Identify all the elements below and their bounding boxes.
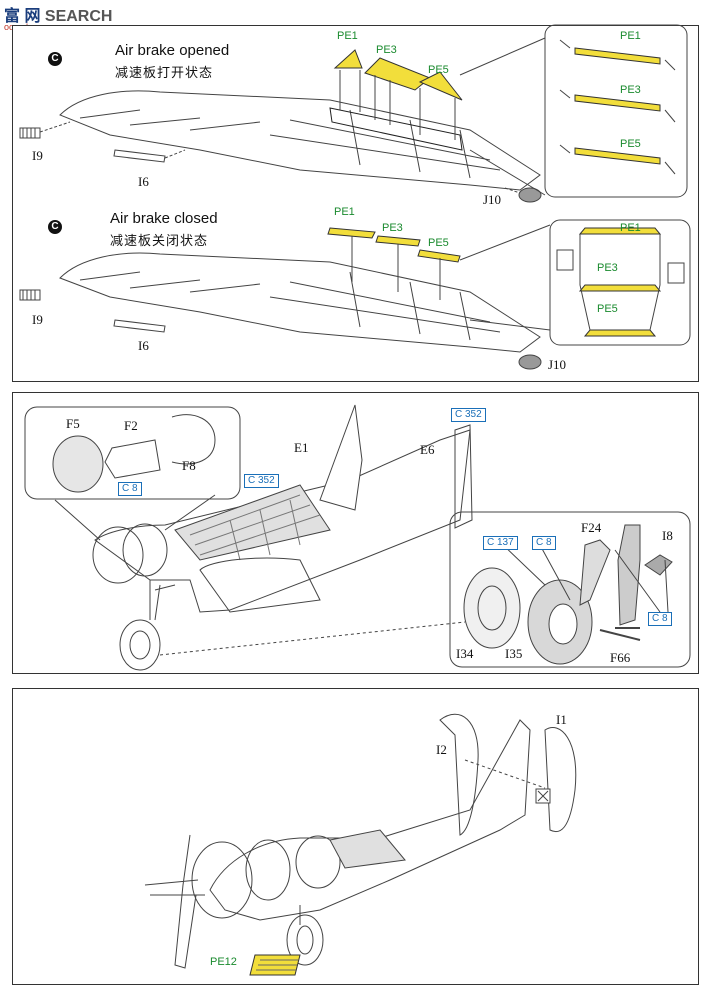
part-label-f66: F66 <box>610 650 631 665</box>
paint-code-c352-fuselage: C 352 <box>244 474 279 488</box>
pe-label-pe1-closed-zoom: PE1 <box>620 222 641 234</box>
part-label-i35: I35 <box>505 646 523 661</box>
pe-label-pe3: PE3 <box>376 44 397 56</box>
pe-label-pe12: PE12 <box>210 956 237 968</box>
part-label-i9: I9 <box>32 148 43 163</box>
part-label-i1: I1 <box>556 712 567 727</box>
part-label-i6: I6 <box>138 174 149 189</box>
fuselage-outline <box>94 429 471 613</box>
part-label-i9-closed: I9 <box>32 312 43 327</box>
title-air-brake-closed: Air brake closed <box>110 210 218 227</box>
part-label-f24: F24 <box>581 520 602 535</box>
watermark-brand: 富 网 SEARCH <box>4 8 113 25</box>
pe-label-pe1: PE1 <box>337 30 358 42</box>
step-c-badge-closed: C <box>48 220 62 234</box>
part-label-i34: I34 <box>456 646 474 661</box>
pe-label-pe5: PE5 <box>428 64 449 76</box>
part-label-i2: I2 <box>436 742 447 757</box>
step-c-badge-opened: C <box>48 52 62 66</box>
pe-label-pe3-zoom: PE3 <box>620 84 641 96</box>
pe-label-pe1-zoom: PE1 <box>620 30 641 42</box>
paint-code-c137: C 137 <box>483 536 518 550</box>
title-air-brake-opened: Air brake opened <box>115 42 230 59</box>
part-label-e6: E6 <box>420 442 435 457</box>
subtitle-air-brake-opened-zh: 减速板打开状态 <box>115 65 214 80</box>
pe-label-pe5-zoom: PE5 <box>620 138 641 150</box>
part-label-j10-closed: J10 <box>548 357 567 372</box>
part-label-e1: E1 <box>294 440 309 455</box>
part-label-f5: F5 <box>66 416 80 431</box>
part-label-f2: F2 <box>124 418 138 433</box>
part-label-f8: F8 <box>182 458 196 473</box>
wing-closed-outline <box>59 252 541 353</box>
part-label-j10: J10 <box>483 192 502 207</box>
panel-air-brake <box>12 25 699 382</box>
pe-label-pe5-closed-zoom: PE5 <box>597 303 618 315</box>
pe-label-pe3-closed-zoom: PE3 <box>597 262 618 274</box>
part-label-i8: I8 <box>662 528 673 543</box>
aircraft-side-outline <box>209 719 531 921</box>
paint-code-c8-strut: C 8 <box>648 612 672 626</box>
pe-label-pe3-closed: PE3 <box>382 222 403 234</box>
paint-code-c352-tail: C 352 <box>451 408 486 422</box>
pe-label-pe5-closed: PE5 <box>428 237 449 249</box>
part-label-i6-closed: I6 <box>138 338 149 353</box>
paint-code-c8-wheel: C 8 <box>532 536 556 550</box>
wing-opened-outline <box>59 90 541 191</box>
pe-label-pe1-closed: PE1 <box>334 206 355 218</box>
subtitle-air-brake-closed-zh: 减速板关闭状态 <box>110 233 209 248</box>
paint-code-c8-detail: C 8 <box>118 482 142 496</box>
